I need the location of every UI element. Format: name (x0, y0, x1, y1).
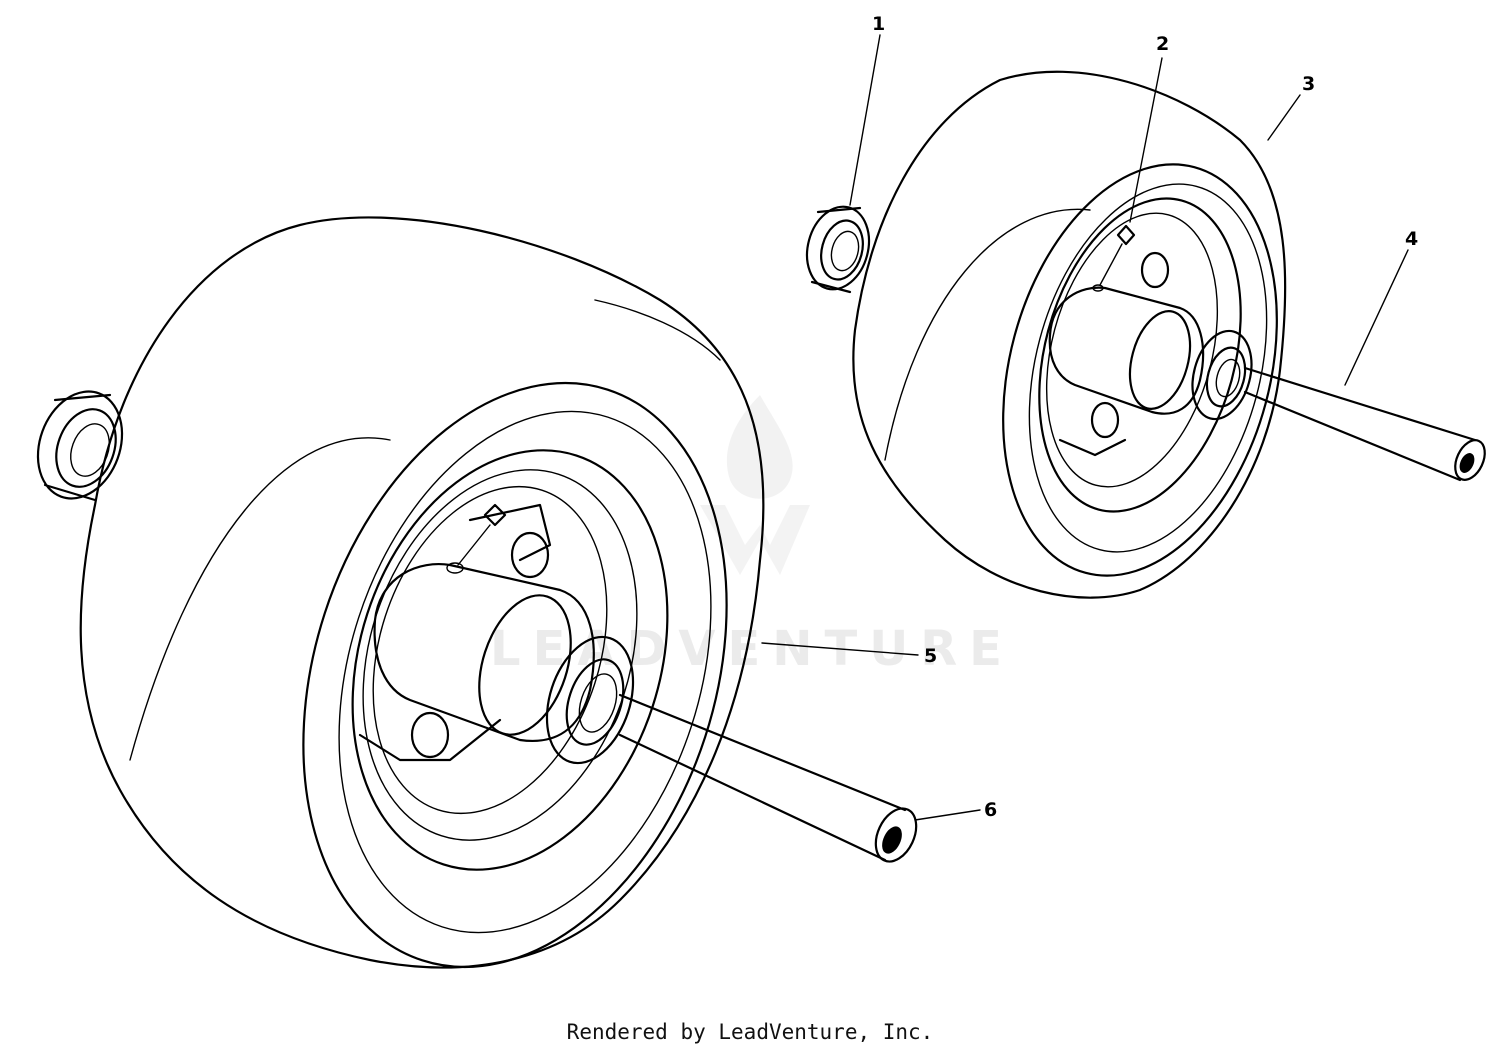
callout-label: 5 (924, 645, 937, 667)
small-wheel-outer-bearing (805, 205, 871, 294)
callout-4: 4 (1344, 228, 1418, 386)
callout-label: 1 (872, 13, 885, 35)
small-tire-outline (852, 70, 1287, 599)
watermark: LEADVENTURE (490, 395, 1002, 677)
large-axle-shaft (618, 693, 907, 862)
large-wheel (36, 216, 918, 969)
callout-5: 5 (761, 642, 937, 667)
footer-credit: Rendered by LeadVenture, Inc. (566, 1020, 934, 1044)
callout-1: 1 (849, 13, 885, 206)
callout-6: 6 (914, 799, 997, 821)
small-axle-shaft (1243, 366, 1477, 482)
large-wheel-outer-bearing (36, 390, 124, 502)
callout-label: 4 (1405, 228, 1418, 250)
callout-label: 6 (984, 799, 997, 821)
leadventure-flame-logo (700, 395, 810, 575)
callout-3: 3 (1267, 73, 1315, 141)
small-wheel (805, 70, 1486, 599)
callout-2: 2 (1129, 33, 1169, 223)
callout-label: 3 (1302, 73, 1315, 95)
callout-label: 2 (1156, 33, 1169, 55)
large-tire-outline (79, 216, 765, 969)
